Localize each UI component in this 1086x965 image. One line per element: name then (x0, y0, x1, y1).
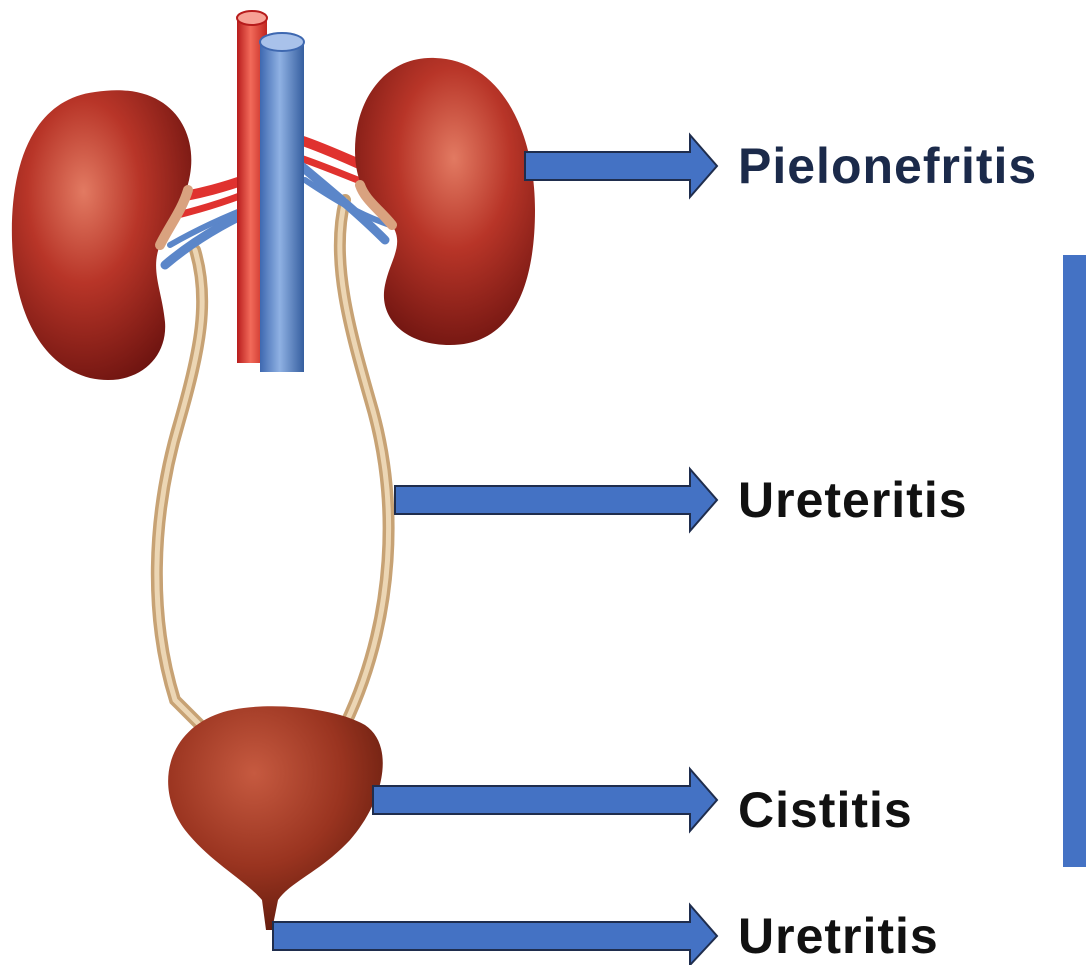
label-cistitis: Cistitis (738, 785, 913, 835)
vena-cava (260, 33, 304, 372)
arrow-cistitis (373, 769, 717, 831)
right-ureter (340, 200, 389, 725)
label-uretritis: Uretritis (738, 911, 939, 961)
right-kidney (355, 58, 535, 345)
arrow-pielonefritis (525, 135, 717, 197)
arrow-ureteritis (395, 469, 717, 531)
label-pielonefritis: Pielonefritis (738, 141, 1037, 191)
label-ureteritis: Ureteritis (738, 475, 968, 525)
bladder (168, 706, 383, 930)
side-bracket-bar (1063, 255, 1086, 867)
arrow-uretritis (273, 905, 717, 965)
